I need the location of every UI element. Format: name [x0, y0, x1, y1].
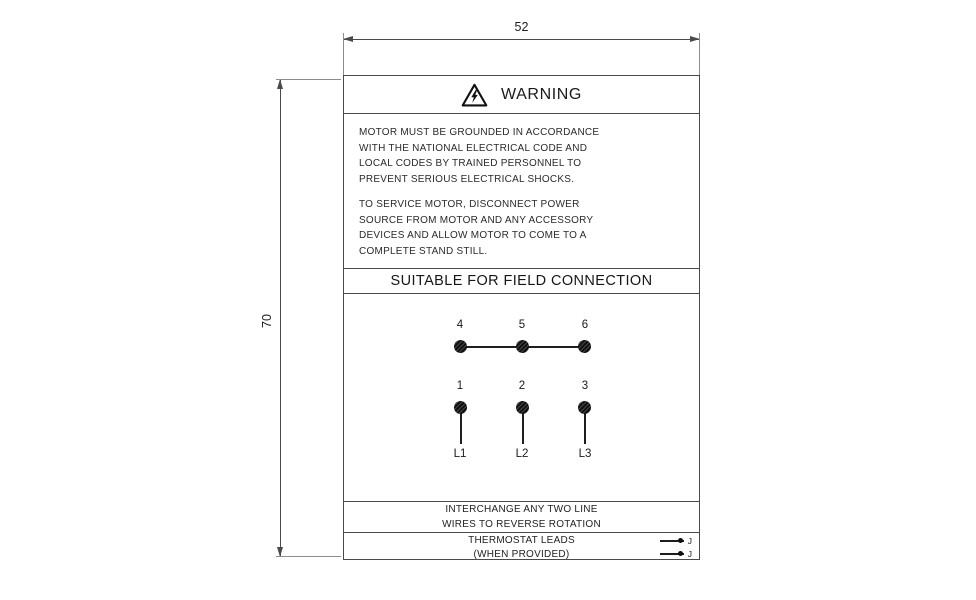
warning-header: WARNING [344, 76, 699, 114]
warning-paragraph-grounding: MOTOR MUST BE GROUNDED IN ACCORDANCE WIT… [359, 127, 600, 185]
rotation-note: INTERCHANGE ANY TWO LINE WIRES TO REVERS… [442, 504, 601, 530]
line-lead-label-l2: L2 [515, 448, 529, 460]
lead-line-l2 [522, 408, 524, 444]
terminal-dot-4 [454, 340, 467, 353]
warning-title: WARNING [501, 85, 582, 103]
thermostat-lead-label-1: J [687, 536, 692, 546]
thermostat-lead-row-1: J [659, 536, 692, 546]
terminal-dot-6 [578, 340, 591, 353]
thermostat-section: THERMOSTAT LEADS (WHEN PROVIDED) J J [344, 532, 699, 561]
thermostat-lead-dot-1 [677, 538, 683, 544]
warning-triangle-icon [461, 83, 488, 107]
terminal-dot-2 [516, 401, 529, 414]
width-dim-arrow-right-icon [690, 36, 700, 42]
lead-line-l1 [460, 408, 462, 444]
thermostat-lead-line-2 [659, 551, 684, 557]
line-lead-label-l1: L1 [453, 448, 467, 460]
width-dim-extension-left [343, 33, 344, 75]
height-dimension-line [280, 79, 281, 557]
terminal-dot-3 [578, 401, 591, 414]
width-dimension-line [343, 39, 700, 40]
warning-text-block: MOTOR MUST BE GROUNDED IN ACCORDANCE WIT… [344, 114, 699, 268]
terminal-dot-5 [516, 340, 529, 353]
thermostat-lead-line-1 [659, 538, 684, 544]
height-dim-extension-bottom [276, 556, 341, 557]
terminal-number-2: 2 [518, 380, 526, 392]
height-dimension-value: 70 [260, 314, 274, 328]
field-connection-title-bar: SUITABLE FOR FIELD CONNECTION [344, 268, 699, 294]
lead-line-l3 [584, 408, 586, 444]
warning-paragraph-service: TO SERVICE MOTOR, DISCONNECT POWER SOURC… [359, 199, 594, 257]
connection-diagram: 4 5 6 1 2 3 L1 L2 L3 [344, 294, 699, 501]
width-dim-arrow-left-icon [343, 36, 353, 42]
line-lead-label-l3: L3 [578, 448, 592, 460]
rotation-note-bar: INTERCHANGE ANY TWO LINE WIRES TO REVERS… [344, 501, 699, 532]
height-dim-extension-top [276, 79, 341, 80]
width-dimension-value: 52 [514, 20, 529, 34]
thermostat-note: THERMOSTAT LEADS (WHEN PROVIDED) [468, 535, 575, 560]
height-dim-arrow-bottom-icon [277, 547, 283, 557]
terminal-number-3: 3 [581, 380, 589, 392]
terminal-number-1: 1 [456, 380, 464, 392]
width-dim-extension-right [699, 33, 700, 75]
terminal-number-4: 4 [456, 319, 464, 331]
terminal-number-5: 5 [518, 319, 526, 331]
height-dim-arrow-top-icon [277, 79, 283, 89]
thermostat-lead-row-2: J [659, 549, 692, 559]
motor-warning-label: WARNING MOTOR MUST BE GROUNDED IN ACCORD… [343, 75, 700, 560]
field-connection-title: SUITABLE FOR FIELD CONNECTION [390, 273, 653, 289]
thermostat-leads-graphic: J J [659, 536, 692, 559]
thermostat-lead-label-2: J [687, 549, 692, 559]
thermostat-lead-dot-2 [677, 551, 683, 557]
terminal-number-6: 6 [581, 319, 589, 331]
terminal-dot-1 [454, 401, 467, 414]
